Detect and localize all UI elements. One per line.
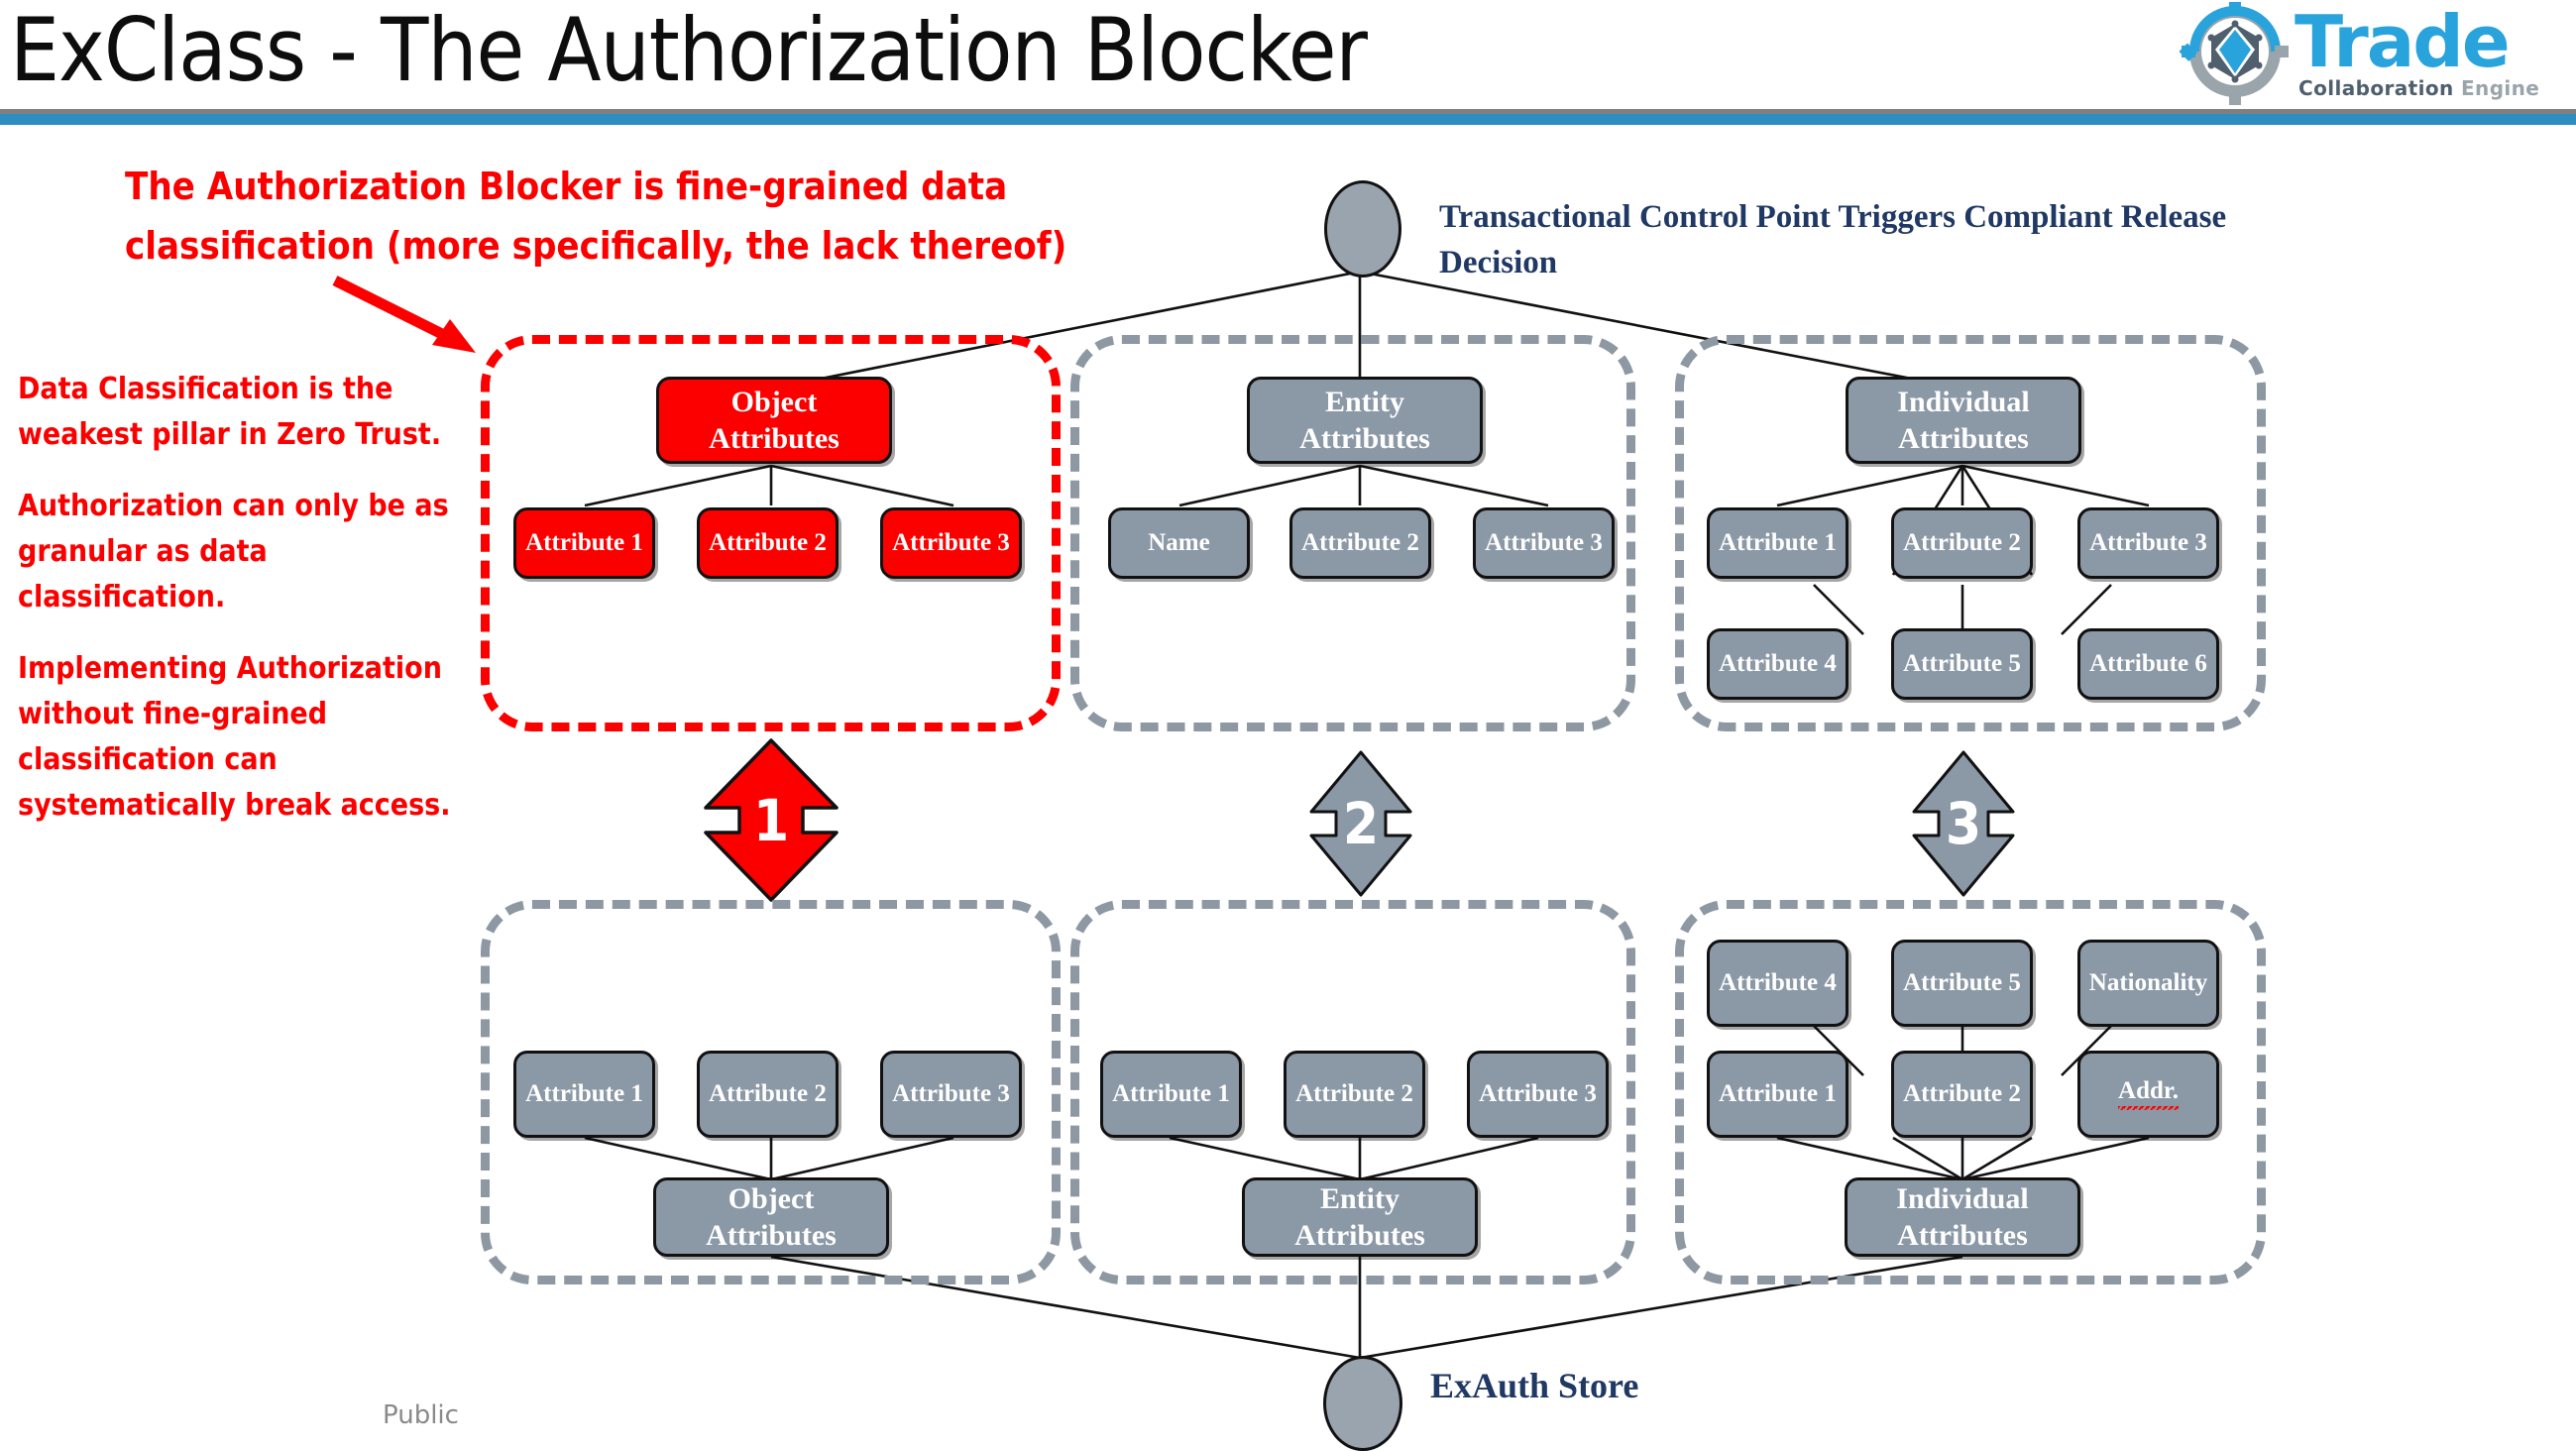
node-label: Attribute 2 (1295, 1080, 1413, 1107)
exauth-store-label: ExAuth Store (1430, 1366, 1639, 1405)
node-label: Attribute 3 (1485, 529, 1603, 556)
bidirectional-arrow-1: 1 (700, 738, 842, 902)
node-label: Attribute 5 (1903, 969, 2021, 996)
arrow-number-2: 2 (1342, 790, 1380, 857)
node-entity-attribute-3: Attribute 3 (1473, 507, 1615, 579)
node-label: Addr. (2118, 1075, 2179, 1113)
node-store-object-attribute-3: Attribute 3 (880, 1051, 1022, 1138)
node-store-individual-attribute-5: Attribute 5 (1891, 940, 2033, 1027)
node-label: Entity Attributes (1299, 386, 1430, 455)
node-object-attribute-2: Attribute 2 (697, 507, 839, 579)
transactional-control-point-note: Transactional Control Point Triggers Com… (1439, 199, 2227, 280)
node-label: Attribute 6 (2089, 650, 2207, 677)
node-label: Individual Attributes (1896, 1182, 2029, 1252)
logo-tagline-secondary: Engine (2461, 76, 2540, 100)
node-label: Attribute 3 (892, 1080, 1010, 1107)
page-title: ExClass - The Authorization Blocker (10, 0, 1368, 101)
node-label: Attribute 1 (1719, 529, 1837, 556)
node-store-entity-attribute-2: Attribute 2 (1284, 1051, 1425, 1138)
node-store-individual-addr: Addr. (2077, 1051, 2219, 1138)
node-store-individual-attribute-1: Attribute 1 (1707, 1051, 1848, 1138)
node-label: Entity Attributes (1294, 1182, 1425, 1252)
node-label: Nationality (2088, 969, 2208, 996)
group-individual-store (1675, 900, 2266, 1284)
node-label: Attribute 1 (1112, 1080, 1230, 1107)
double-arrow-icon (1309, 750, 1412, 897)
left-notes-block: Data Classification is the weakest pilla… (18, 367, 484, 829)
node-store-entity-attribute-3: Attribute 3 (1467, 1051, 1609, 1138)
arrow-number-3: 3 (1945, 790, 1982, 857)
node-individual-attribute-4: Attribute 4 (1707, 628, 1848, 700)
red-callout-arrow (332, 276, 476, 353)
left-note-1: Data Classification is the weakest pilla… (18, 372, 442, 452)
callout-red-text: The Authorization Blocker is fine-graine… (125, 165, 1067, 268)
group-object-attributes (481, 335, 1061, 731)
node-label: Object Attributes (706, 1182, 837, 1252)
node-individual-attribute-2: Attribute 2 (1891, 507, 2033, 579)
bidirectional-arrow-2: 2 (1306, 750, 1415, 897)
double-arrow-icon (1912, 750, 2015, 897)
node-store-object-attribute-2: Attribute 2 (697, 1051, 839, 1138)
logo-wordmark: Trade (2295, 0, 2511, 83)
group-individual-attributes (1675, 335, 2266, 731)
node-label: Name (1148, 529, 1210, 556)
logo-tagline-primary: Collaboration (2298, 76, 2461, 100)
node-individual-attribute-1: Attribute 1 (1707, 507, 1848, 579)
node-label: Attribute 4 (1719, 969, 1837, 996)
node-store-individual-attribute-2: Attribute 2 (1891, 1051, 2033, 1138)
exauth-store-node (1323, 1356, 1402, 1451)
node-store-individual-nationality: Nationality (2077, 940, 2219, 1027)
bidirectional-arrow-3: 3 (1909, 750, 2018, 897)
node-label: Attribute 2 (709, 1080, 827, 1107)
group-entity-attributes (1070, 335, 1635, 731)
node-store-object-attribute-1: Attribute 1 (513, 1051, 655, 1138)
node-label: Attribute 1 (525, 529, 643, 556)
node-label: Object Attributes (709, 386, 840, 455)
arrow-number-1: 1 (752, 786, 790, 854)
node-individual-attribute-6: Attribute 6 (2077, 628, 2219, 700)
node-object-attribute-1: Attribute 1 (513, 507, 655, 579)
node-label: Attribute 2 (1301, 529, 1419, 556)
left-note-3: Implementing Authorization without fine-… (18, 651, 451, 823)
node-store-individual-attribute-4: Attribute 4 (1707, 940, 1848, 1027)
node-store-entity-attribute-1: Attribute 1 (1100, 1051, 1242, 1138)
node-label: Attribute 1 (525, 1080, 643, 1107)
node-label: Individual Attributes (1897, 386, 2030, 455)
node-label: Attribute 1 (1719, 1080, 1837, 1107)
gear-network-icon (2179, 0, 2289, 105)
node-entity-name: Name (1108, 507, 1250, 579)
node-label: Attribute 2 (709, 529, 827, 556)
node-individual-attribute-5: Attribute 5 (1891, 628, 2033, 700)
node-label: Attribute 3 (892, 529, 1010, 556)
node-entity-attributes-root: Entity Attributes (1247, 377, 1483, 464)
node-entity-attribute-2: Attribute 2 (1289, 507, 1431, 579)
node-label: Attribute 2 (1903, 529, 2021, 556)
header-divider-blue (0, 114, 2576, 125)
node-store-entity-attributes-root: Entity Attributes (1242, 1177, 1478, 1257)
node-label: Attribute 2 (1903, 1080, 2021, 1107)
node-object-attributes-root: Object Attributes (656, 377, 892, 464)
node-individual-attributes-root: Individual Attributes (1846, 377, 2081, 464)
header-divider-gray (0, 109, 2576, 114)
node-label: Attribute 3 (1479, 1080, 1597, 1107)
left-note-2: Authorization can only be as granular as… (18, 489, 449, 614)
group-object-store (481, 900, 1061, 1284)
trade-collaboration-engine-logo: Trade Collaboration Engine (2178, 0, 2574, 105)
transactional-control-point-node (1324, 180, 1401, 278)
node-store-object-attributes-root: Object Attributes (653, 1177, 889, 1257)
node-store-individual-attributes-root: Individual Attributes (1845, 1177, 2080, 1257)
logo-tagline: Collaboration Engine (2298, 77, 2539, 99)
node-label: Attribute 5 (1903, 650, 2021, 677)
group-entity-store (1070, 900, 1635, 1284)
node-object-attribute-3: Attribute 3 (880, 507, 1022, 579)
footer-classification-label: Public (383, 1400, 459, 1430)
node-individual-attribute-3: Attribute 3 (2077, 507, 2219, 579)
node-label: Attribute 3 (2089, 529, 2207, 556)
node-label: Attribute 4 (1719, 650, 1837, 677)
